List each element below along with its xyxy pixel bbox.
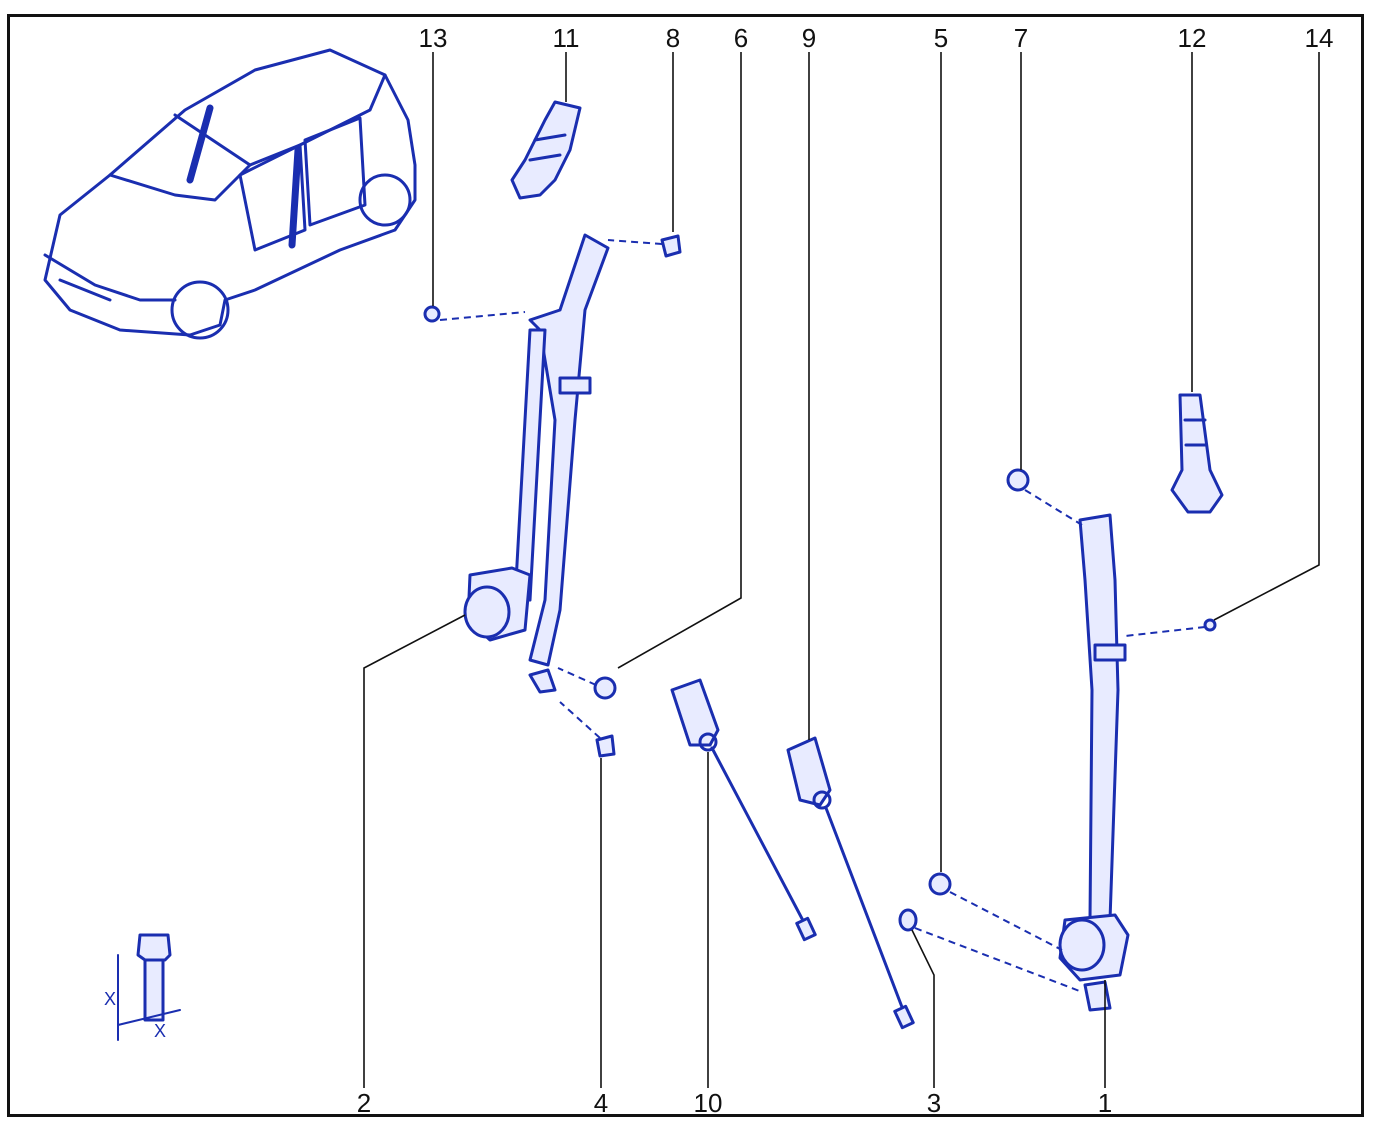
callout-7: 7 bbox=[1013, 23, 1029, 53]
assembly-paths bbox=[439, 239, 1206, 993]
callout-11: 11 bbox=[552, 23, 580, 53]
part-5-bolt bbox=[928, 872, 952, 896]
part-9-buckle bbox=[786, 736, 915, 1030]
callout-4: 4 bbox=[593, 1088, 609, 1118]
callout-6: 6 bbox=[733, 23, 749, 53]
callout-3: 3 bbox=[926, 1088, 942, 1118]
vehicle-illustration bbox=[43, 48, 417, 340]
bolt-dim-label-2: X bbox=[153, 1021, 167, 1041]
part-7-washer bbox=[1006, 468, 1030, 492]
part-12-retractor-small bbox=[1170, 393, 1224, 514]
part-10-buckle bbox=[670, 678, 817, 942]
callout-14: 14 bbox=[1304, 23, 1334, 53]
diagram-frame bbox=[7, 14, 1364, 1117]
callout-12: 12 bbox=[1177, 23, 1207, 53]
part-3-washer bbox=[898, 908, 918, 932]
callout-8: 8 bbox=[665, 23, 681, 53]
part-11-retractor-small bbox=[510, 100, 582, 200]
fasteners bbox=[423, 234, 1217, 932]
part-2-seat-belt-assembly bbox=[463, 233, 610, 694]
callout-10: 10 bbox=[693, 1088, 723, 1118]
part-8-cap bbox=[660, 234, 682, 258]
callout-5: 5 bbox=[933, 23, 949, 53]
callout-1: 1 bbox=[1097, 1088, 1113, 1118]
callout-13: 13 bbox=[418, 23, 448, 53]
part-14-bolt bbox=[1203, 618, 1217, 632]
callout-9: 9 bbox=[801, 23, 817, 53]
part-13-bolt bbox=[423, 305, 441, 323]
part-6-bolt bbox=[593, 676, 617, 700]
bolt-detail bbox=[117, 933, 181, 1041]
part-1-seat-belt-assembly bbox=[1058, 513, 1130, 1012]
callout-2: 2 bbox=[356, 1088, 372, 1118]
part-4-cap bbox=[595, 734, 616, 758]
leader-lines bbox=[363, 52, 1320, 1088]
bolt-dim-label-1: X bbox=[103, 989, 117, 1009]
